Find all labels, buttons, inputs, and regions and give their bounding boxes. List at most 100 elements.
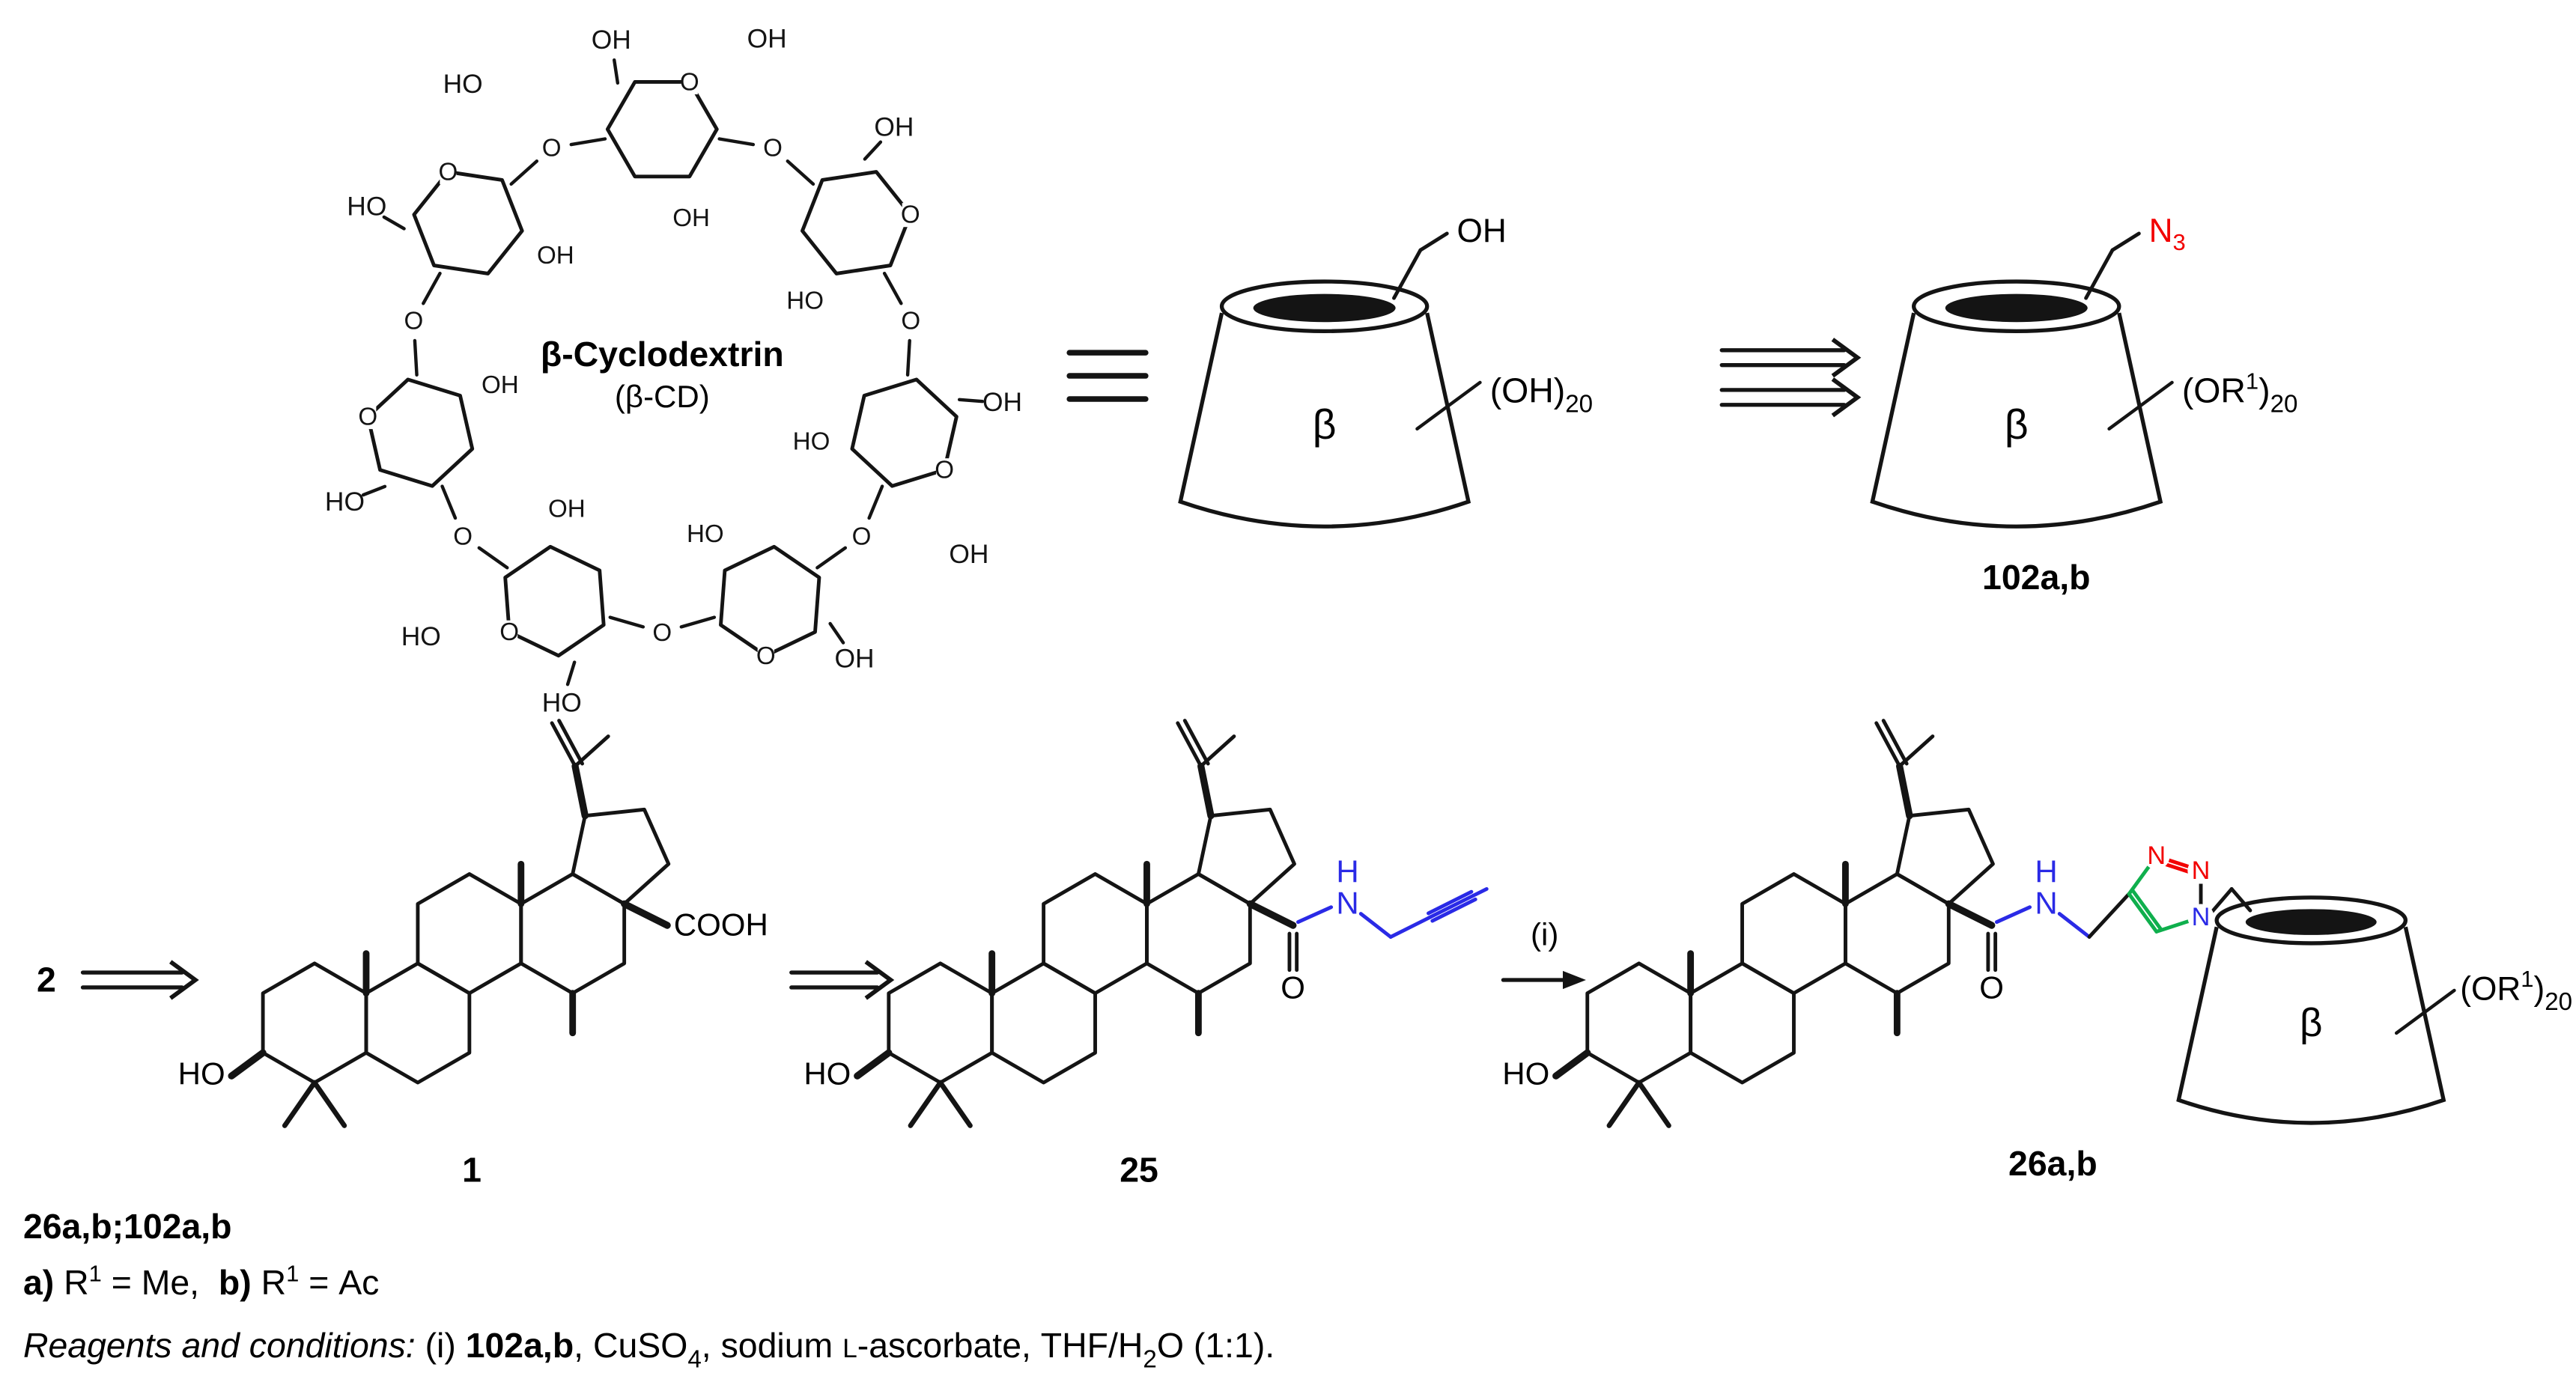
label-mask [757,644,774,669]
cyclopentane-ring [1895,807,1995,906]
cone2-beta-label: β [2005,401,2029,448]
label-mask [440,160,457,185]
hydroxyl-label: OH [874,112,914,141]
or1-sup: 1 [2246,368,2258,395]
methyl-bond [1636,1080,1671,1128]
cyclohexane-ring [416,872,523,996]
label-mask [543,136,560,161]
compound26-ho-label: HO [1502,1056,1549,1091]
bond [361,484,387,497]
rc-102ab: 102a,b [466,1326,574,1365]
ring-oxygen: O [499,618,519,646]
bond [1418,231,1449,252]
ring-oxygen: O [935,457,954,484]
triazole-n1: N [2192,903,2211,931]
cyclohexane-ring [261,961,368,1085]
hydroxyl-label: OH [482,371,519,399]
cyclohexane-ring [1585,961,1693,1085]
glycosidic-bond [509,159,539,186]
hydroxyl-label: HO [401,622,441,651]
footnote-compound-list: 26a,b;102a,b [23,1207,232,1246]
rc-thf: -ascorbate, THF/H [857,1326,1143,1365]
fn-sup: 1 [286,1260,299,1286]
alkyne-bond [1430,897,1477,923]
bond [1388,915,1433,939]
fn-a: a) [23,1263,54,1302]
cyclohexane-ring [1843,872,1951,996]
azide-sub: 3 [2173,229,2186,255]
cone1-beta-label: β [1313,401,1337,448]
cd-title: β-Cyclodextrin [541,335,784,374]
cone3-or1-label: (OR1)20 [2460,966,2572,1016]
bond [557,719,584,766]
pyranose-ring [503,544,606,658]
bond [1874,721,1902,768]
multistep-arrow-head [1831,338,1862,378]
bond [1471,886,1489,898]
wedge-bond [621,900,671,929]
hydroxyl-label: HO [793,428,830,456]
wedge-bond [228,1049,267,1080]
glycosidic-bond [882,271,903,305]
glycosidic-bond [569,137,607,147]
cone2-or1-label: (OR1)20 [2182,368,2298,418]
substituent-pointer [1415,380,1482,431]
cd-cone-body [1178,312,1471,529]
or1-sup: 1 [2521,966,2533,992]
wedge-bond [1246,900,1297,929]
wedge-bond [1552,1049,1591,1080]
rc-step: (i) [416,1326,466,1365]
labels-layer: β-Cyclodextrin (β-CD) OH (OH)20 β N3 (OR… [23,213,2572,1373]
wedge-bond [1197,762,1215,820]
bond [550,721,577,768]
wedge-bond [854,1049,893,1080]
glycosidic-oxygen: O [404,308,423,335]
triazole-bond [2127,892,2159,934]
amide-bond [1296,905,1334,925]
label-mask [405,309,422,334]
glycosidic-bond [786,159,815,186]
cd-subtitle: (β-CD) [615,379,710,414]
rc-sodium: , sodium [702,1326,842,1365]
bond [1881,719,1909,766]
glycosidic-bond [905,338,911,377]
bond [2084,248,2115,300]
label-mask [936,458,953,483]
rc-sub2: 2 [1143,1345,1156,1373]
bond [1898,734,1935,768]
hydroxyl-label: HO [347,192,386,222]
bond [2210,886,2234,914]
pyranose-ring [719,544,821,658]
hydroxyl-label: HO [542,689,582,718]
methyl-bond [312,1080,347,1128]
step-i-label: (i) [1531,917,1558,952]
pyranose-ring [801,170,913,276]
amide-bond [1994,905,2032,925]
pyranose-ring [365,377,475,488]
bond [613,58,620,85]
compound-2-label: 2 [37,960,56,999]
cyclohexane-ring [1145,872,1252,996]
reagents-and-conditions: Reagents and conditions: (i) 102a,b, CuS… [23,1326,1275,1373]
label-mask [2187,904,2214,931]
cone3-beta-label: β [2300,1001,2323,1045]
oh20-main: (OH) [1490,371,1566,410]
cd-cone-body [1870,312,2163,529]
glycosidic-bond [815,546,848,570]
triazole-bond [2131,889,2163,931]
pyranose-ring [850,377,959,488]
glycosidic-oxygen: O [901,308,920,335]
footnote-substituents: a) R1 = Me, b) R1 = Ac [23,1260,379,1302]
label-mask [902,203,919,228]
label-mask [764,136,782,161]
cone1-arm-oh-label: OH [1457,213,1507,249]
hydroxyl-label: OH [537,242,574,270]
glycosidic-bond [867,484,884,520]
rc-smallcap-l: L [842,1334,857,1363]
hydroxyl-label: OH [592,25,631,55]
label-mask [2143,842,2170,870]
cyclohexane-ring [519,872,627,996]
